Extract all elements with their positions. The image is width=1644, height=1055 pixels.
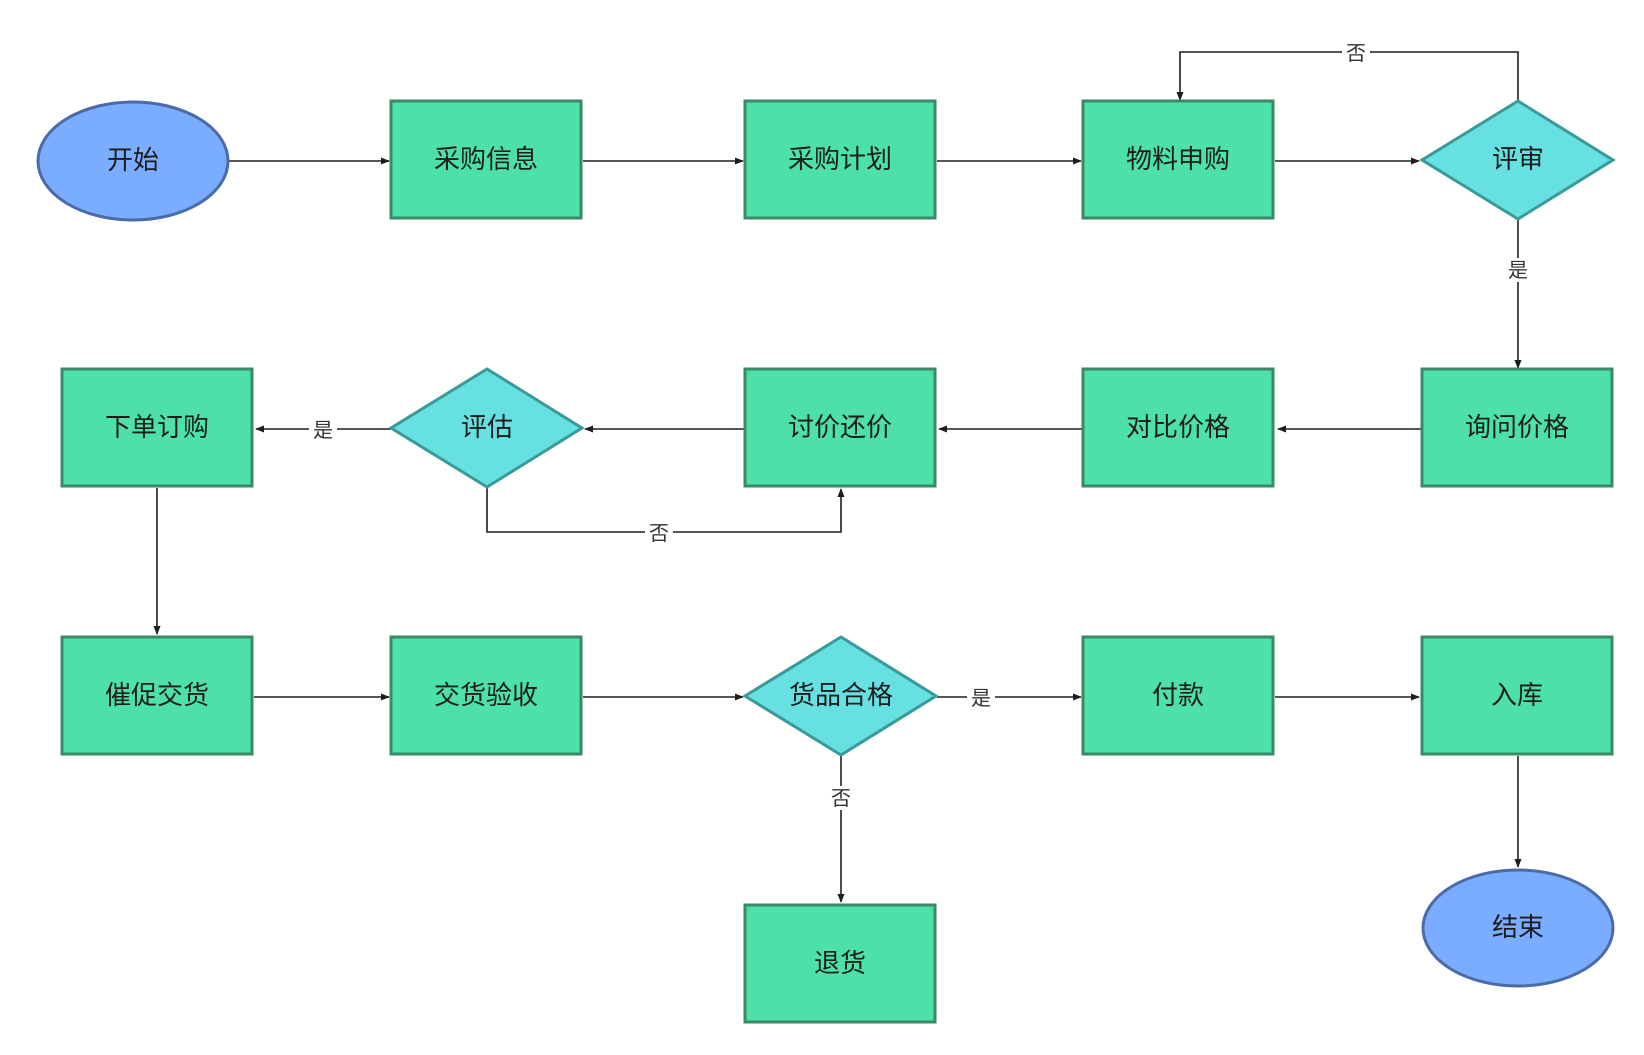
node-place-order[interactable]: 下单订购	[60, 367, 254, 488]
nodes: 开始 采购信息 采购计划 物料申购 评审 询问价格 对比价格	[36, 99, 1616, 1024]
edge-label-review-no: 否	[1346, 41, 1366, 65]
node-delivery-inspection[interactable]: 交货验收	[389, 635, 583, 756]
node-warehousing-label: 入库	[1491, 681, 1543, 711]
node-start[interactable]: 开始	[36, 100, 230, 222]
node-end[interactable]: 结束	[1421, 868, 1615, 988]
node-return-goods-label: 退货	[814, 949, 866, 979]
node-warehousing[interactable]: 入库	[1420, 635, 1614, 756]
node-material-request[interactable]: 物料申购	[1081, 99, 1275, 220]
node-delivery-inspection-label: 交货验收	[434, 681, 538, 711]
node-payment[interactable]: 付款	[1081, 635, 1275, 756]
edge-label-qualified-yes: 是	[971, 686, 991, 710]
node-review[interactable]: 评审	[1419, 99, 1616, 221]
node-goods-qualified[interactable]: 货品合格	[742, 635, 939, 757]
node-compare-price[interactable]: 对比价格	[1081, 367, 1275, 488]
edge-label-evaluate-yes: 是	[313, 418, 333, 442]
node-ask-price[interactable]: 询问价格	[1420, 367, 1614, 488]
node-start-label: 开始	[107, 146, 159, 176]
node-negotiate-price[interactable]: 讨价还价	[743, 367, 937, 488]
node-procurement-info-label: 采购信息	[434, 145, 538, 175]
node-evaluate[interactable]: 评估	[388, 367, 585, 489]
node-procurement-info[interactable]: 采购信息	[389, 99, 583, 220]
node-compare-price-label: 对比价格	[1126, 413, 1230, 443]
node-goods-qualified-label: 货品合格	[789, 681, 893, 711]
node-end-label: 结束	[1492, 913, 1544, 943]
node-urge-delivery-label: 催促交货	[105, 681, 209, 711]
node-payment-label: 付款	[1152, 681, 1204, 711]
edge-label-review-yes: 是	[1508, 258, 1528, 282]
node-review-label: 评审	[1492, 145, 1544, 175]
node-procurement-plan-label: 采购计划	[788, 145, 892, 175]
node-procurement-plan[interactable]: 采购计划	[743, 99, 937, 220]
node-ask-price-label: 询问价格	[1465, 413, 1569, 443]
node-evaluate-label: 评估	[461, 413, 513, 443]
edge-labels: 否 是 是 否 是 否	[309, 40, 1532, 810]
edge-label-qualified-no: 否	[831, 786, 851, 810]
node-urge-delivery[interactable]: 催促交货	[60, 635, 254, 756]
node-material-request-label: 物料申购	[1126, 145, 1230, 175]
node-return-goods[interactable]: 退货	[743, 903, 937, 1024]
node-negotiate-price-label: 讨价还价	[788, 413, 892, 443]
node-place-order-label: 下单订购	[105, 413, 209, 443]
edge-label-evaluate-no: 否	[649, 521, 669, 545]
